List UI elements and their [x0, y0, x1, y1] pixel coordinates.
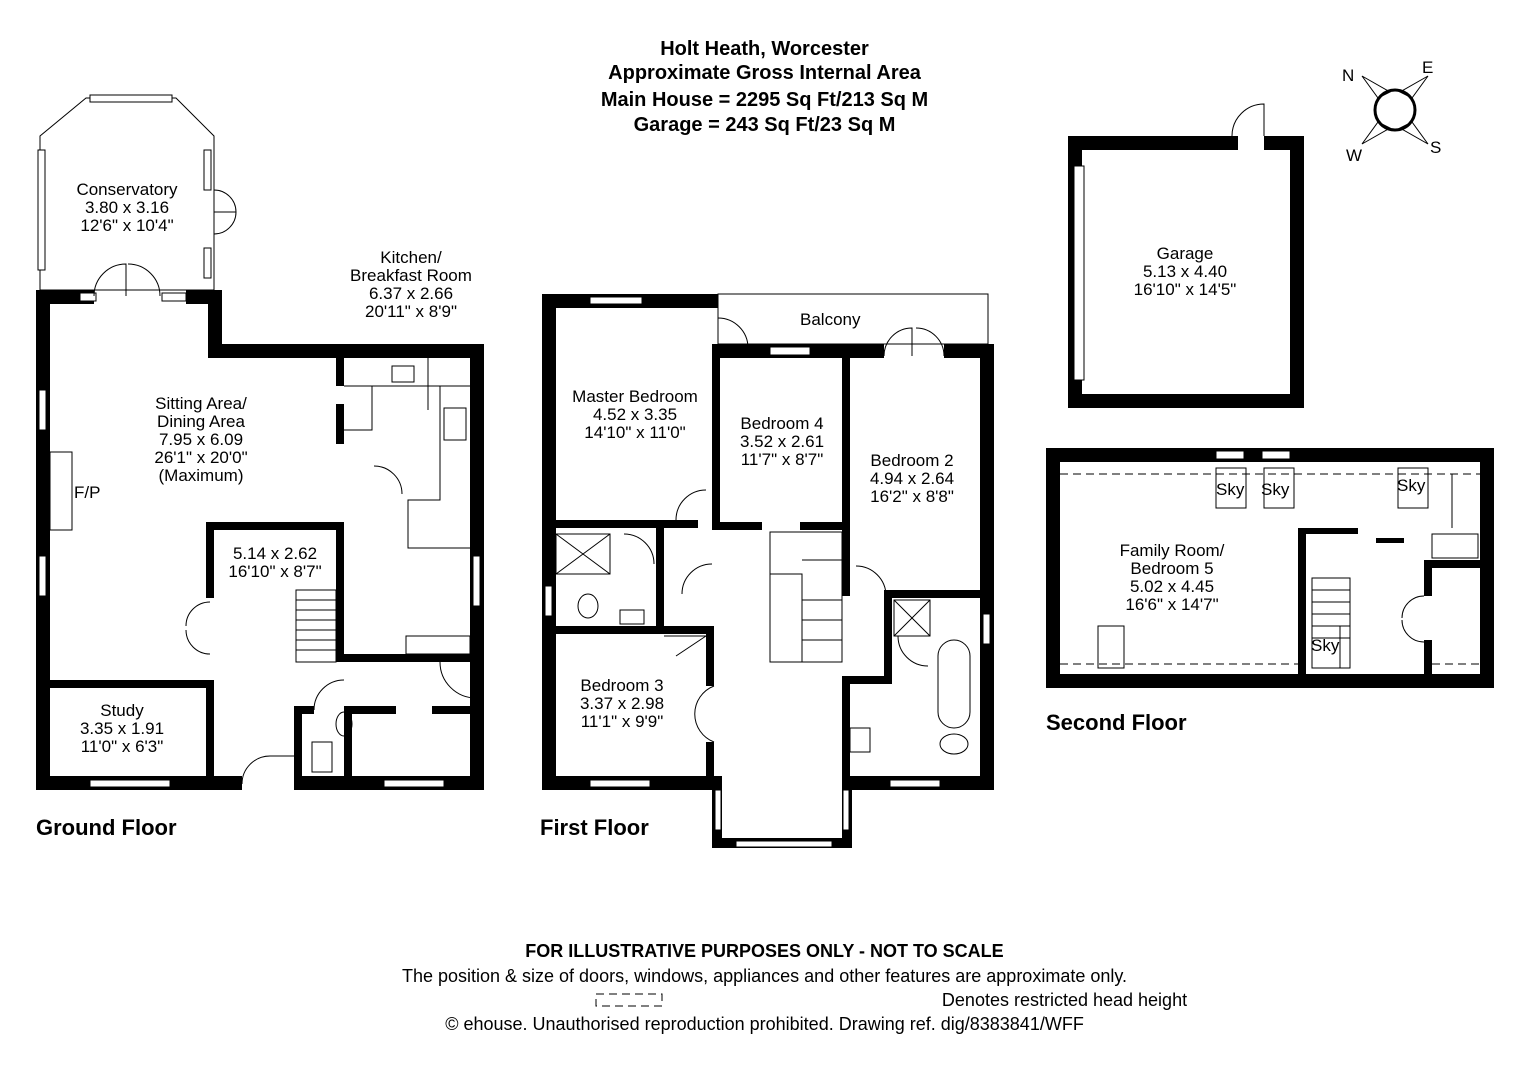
- room-metric: 4.94 x 2.64: [869, 469, 955, 488]
- room-imperial: 12'6" x 10'4": [80, 216, 174, 235]
- room-name-2: Breakfast Room: [350, 266, 472, 285]
- compass-w: W: [1346, 146, 1363, 165]
- room-imperial: 11'1" x 9'9": [580, 712, 664, 731]
- room-family-room: Family Room/ Bedroom 5 5.02 x 4.45 16'6"…: [1100, 542, 1244, 614]
- room-imperial: 11'7" x 8'7": [740, 450, 824, 469]
- room-master-bedroom: Master Bedroom 4.52 x 3.35 14'10" x 11'0…: [560, 388, 710, 442]
- room-name: Conservatory: [76, 180, 178, 199]
- skylight-label: Sky: [1397, 476, 1426, 495]
- disclaimer: FOR ILLUSTRATIVE PURPOSES ONLY - NOT TO …: [525, 941, 1004, 961]
- main-house-area: Main House = 2295 Sq Ft/213 Sq M: [600, 89, 929, 111]
- room-metric: 3.35 x 1.91: [79, 719, 165, 738]
- room-imperial: 20'11" x 8'9": [365, 302, 457, 321]
- room-bedroom-3: Bedroom 3 3.37 x 2.98 11'1" x 9'9": [562, 677, 682, 731]
- legend-swatch: [595, 993, 663, 1007]
- copyright: © ehouse. Unauthorised reproduction proh…: [445, 1014, 1084, 1034]
- room-metric: 5.14 x 2.62: [232, 544, 318, 563]
- room-imperial: 16'2" x 8'8": [870, 487, 954, 506]
- room-name: Bedroom 2: [870, 451, 954, 470]
- room-name-2: Dining Area: [157, 412, 245, 431]
- compass-rose-icon: [1361, 75, 1429, 145]
- second-floor-walls: [1046, 448, 1494, 688]
- floor-title-first: First Floor: [540, 815, 649, 840]
- skylight-label: Sky: [1261, 480, 1290, 499]
- floor-title-second: Second Floor: [1046, 710, 1187, 735]
- room-hall: 5.14 x 2.62 16'10" x 8'7": [212, 545, 338, 581]
- garage-walls: [1068, 103, 1304, 408]
- fireplace-label: F/P: [74, 483, 101, 502]
- room-name: Master Bedroom: [572, 387, 698, 406]
- room-name-2: Bedroom 5: [1130, 559, 1214, 578]
- area-title: Approximate Gross Internal Area: [608, 62, 921, 84]
- ground-floor-walls: [36, 94, 484, 790]
- room-name: Sitting Area/: [155, 394, 247, 413]
- footer-note: The position & size of doors, windows, a…: [401, 966, 1128, 986]
- room-bedroom-2: Bedroom 2 4.94 x 2.64 16'2" x 8'8": [852, 452, 972, 506]
- room-study: Study 3.35 x 1.91 11'0" x 6'3": [62, 702, 182, 756]
- room-note: (Maximum): [158, 466, 244, 485]
- room-name: Study: [100, 701, 144, 720]
- legend-text: Denotes restricted head height: [941, 990, 1188, 1010]
- room-bedroom-4: Bedroom 4 3.52 x 2.61 11'7" x 8'7": [722, 415, 842, 469]
- room-metric: 3.52 x 2.61: [739, 432, 825, 451]
- room-garage: Garage 5.13 x 4.40 16'10" x 14'5": [1120, 245, 1250, 299]
- balcony-label: Balcony: [800, 310, 861, 329]
- skylight-label: Sky: [1216, 480, 1245, 499]
- room-metric: 5.13 x 4.40: [1142, 262, 1228, 281]
- room-imperial: 16'10" x 14'5": [1133, 280, 1237, 299]
- compass-n: N: [1342, 66, 1355, 85]
- compass: N E W S: [1340, 58, 1450, 168]
- room-imperial: 11'0" x 6'3": [80, 737, 164, 756]
- room-name: Garage: [1156, 244, 1214, 263]
- room-conservatory: Conservatory 3.80 x 3.16 12'6" x 10'4": [62, 181, 192, 235]
- room-kitchen: Kitchen/ Breakfast Room 6.37 x 2.66 20'1…: [336, 249, 486, 321]
- room-imperial: 16'6" x 14'7": [1125, 595, 1219, 614]
- room-name: Kitchen/: [380, 248, 442, 267]
- room-metric: 6.37 x 2.66: [368, 284, 454, 303]
- room-metric: 7.95 x 6.09: [158, 430, 244, 449]
- room-imperial: 14'10" x 11'0": [584, 423, 686, 442]
- room-metric: 5.02 x 4.45: [1129, 577, 1215, 596]
- first-floor-walls: [542, 293, 994, 848]
- room-name: Bedroom 4: [740, 414, 824, 433]
- room-imperial: 16'10" x 8'7": [228, 562, 322, 581]
- location-title: Holt Heath, Worcester: [660, 38, 869, 60]
- room-name: Bedroom 3: [580, 676, 664, 695]
- floor-title-ground: Ground Floor: [36, 815, 177, 840]
- room-sitting-dining: Sitting Area/ Dining Area 7.95 x 6.09 26…: [116, 395, 286, 485]
- skylight-label: Sky: [1311, 636, 1340, 655]
- room-name: Family Room/: [1119, 541, 1225, 560]
- compass-e: E: [1422, 58, 1434, 77]
- room-metric: 3.37 x 2.98: [579, 694, 665, 713]
- room-imperial: 26'1" x 20'0": [154, 448, 248, 467]
- room-metric: 3.80 x 3.16: [84, 198, 170, 217]
- garage-area: Garage = 243 Sq Ft/23 Sq M: [633, 114, 896, 136]
- room-metric: 4.52 x 3.35: [592, 405, 678, 424]
- compass-s: S: [1430, 138, 1442, 157]
